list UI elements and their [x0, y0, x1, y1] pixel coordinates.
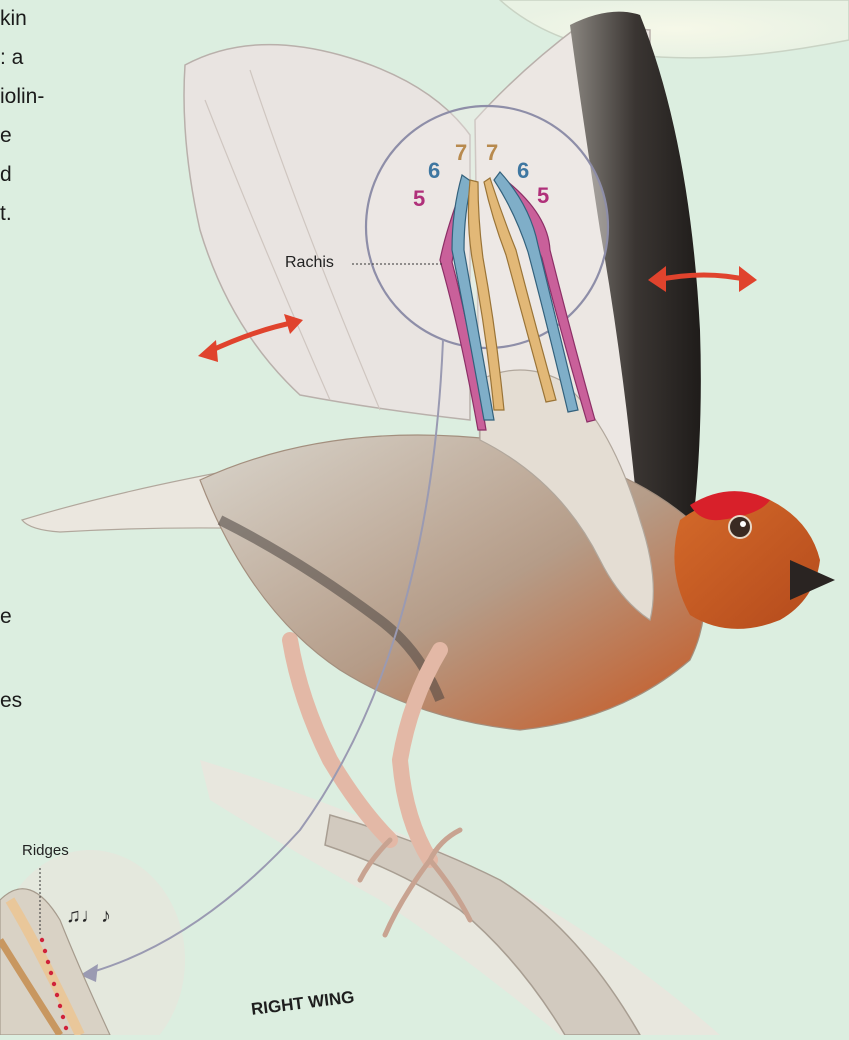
body-text-fragment: e: [0, 125, 12, 146]
body-text-fragment: kin: [0, 8, 27, 29]
feather-number-7-left: 7: [455, 142, 467, 164]
feather-number-5-right: 5: [537, 185, 549, 207]
rachis-label: Rachis: [285, 254, 334, 272]
feather-number-6-right: 6: [517, 160, 529, 182]
eye: [729, 516, 751, 538]
branch: [325, 815, 640, 1035]
body-text-fragment: es: [0, 690, 22, 711]
body-text-fragment: : a: [0, 47, 23, 68]
body-text-fragment: d: [0, 164, 12, 185]
music-notes-icon: ♫♩♪: [66, 905, 111, 928]
bird-head: [674, 498, 820, 629]
double-arrow-icon: [648, 266, 757, 292]
feather-number-6-left: 6: [428, 160, 440, 182]
ridges-label: Ridges: [22, 842, 69, 859]
body-text-fragment: e: [0, 606, 12, 627]
body-text-fragment: t.: [0, 203, 12, 224]
body-text-fragment: iolin-: [0, 86, 44, 107]
feather-number-5-left: 5: [413, 188, 425, 210]
feather-number-7-right: 7: [486, 142, 498, 164]
